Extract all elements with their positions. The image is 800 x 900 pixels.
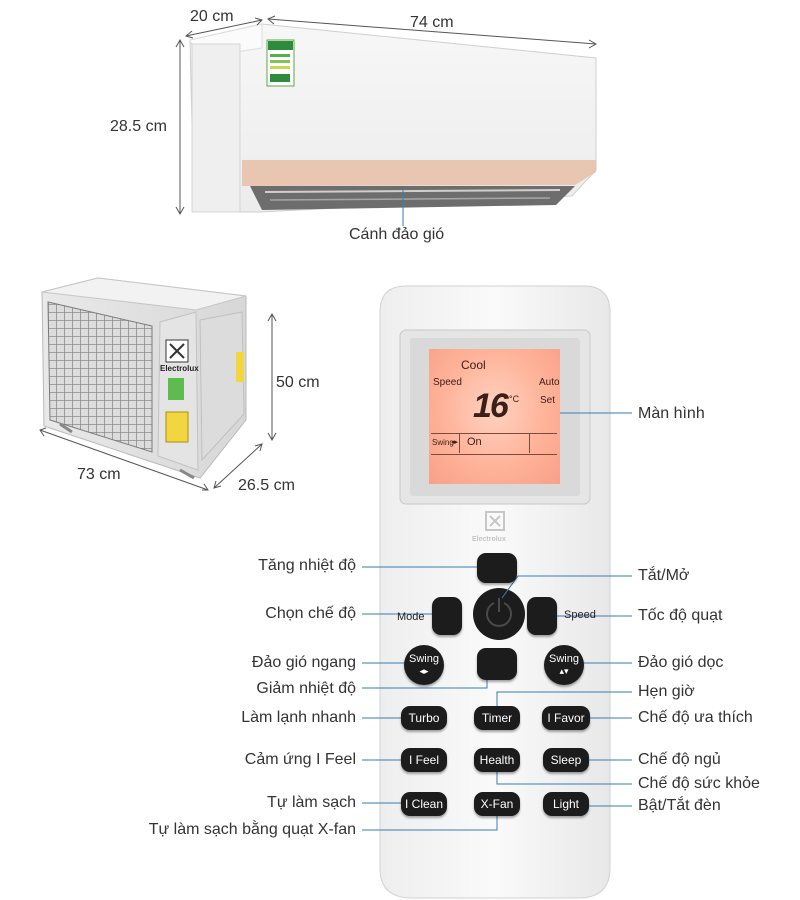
iclean-button[interactable]: I Clean (401, 792, 447, 816)
lcd-swing-value: On (467, 436, 482, 448)
callout-swing-horizontal: Đảo gió ngang (251, 654, 356, 671)
swing-horizontal-label: Swing (409, 653, 439, 665)
timer-button[interactable]: Timer (474, 706, 520, 730)
callout-temp-up: Tăng nhiệt độ (258, 557, 356, 574)
speed-button-label: Speed (564, 609, 596, 621)
mode-button[interactable] (432, 597, 462, 635)
lcd-swing-label: Swing (432, 438, 454, 447)
outdoor-depth-label: 26.5 cm (238, 477, 295, 494)
remote-logo-icon (485, 511, 505, 531)
indoor-height-label: 28.5 cm (110, 118, 167, 135)
outdoor-unit (41, 277, 247, 480)
outdoor-width-label: 73 cm (77, 466, 121, 483)
callout-favorite: Chế độ ưa thích (638, 709, 753, 726)
health-button[interactable]: Health (474, 748, 520, 772)
lcd-swing-row (431, 433, 557, 455)
accent-stripe (242, 160, 596, 186)
ifeel-button[interactable]: I Feel (401, 748, 447, 772)
callout-timer: Hẹn giờ (638, 683, 695, 700)
lcd-temperature: 16 (473, 387, 509, 425)
swing-vertical-icon: ▴▾ (559, 666, 569, 676)
turbo-button[interactable]: Turbo (401, 706, 447, 730)
indoor-dimension-lines (175, 15, 598, 226)
callout-ifeel: Cảm ứng I Feel (244, 751, 356, 768)
lcd-speed-value: Auto (539, 377, 560, 388)
callout-xfan: Tự làm sạch bằng quạt X-fan (148, 821, 356, 838)
power-button (473, 588, 525, 640)
swing-horizontal-button[interactable]: Swing ◂▸ (404, 645, 444, 685)
outdoor-dimension-lines (39, 312, 277, 491)
lcd-set: Set (540, 395, 556, 406)
callout-temp-down: Giảm nhiệt độ (256, 680, 356, 697)
callout-turbo: Làm lạnh nhanh (241, 709, 356, 726)
sleep-button[interactable]: Sleep (543, 748, 589, 772)
light-button[interactable]: Light (543, 792, 589, 816)
speed-button[interactable] (527, 597, 557, 635)
mode-button-label: Mode (397, 611, 425, 623)
temp-down-button[interactable] (477, 648, 517, 680)
lcd-speed-label: Speed (433, 377, 462, 388)
outdoor-brand-label: Electrolux (160, 364, 199, 373)
indoor-width-label: 74 cm (410, 14, 454, 31)
remote-lcd-screen: Cool Speed Auto 16 °C Set Swing ◂▸ On (429, 349, 560, 484)
callout-screen: Màn hình (638, 405, 705, 422)
indoor-depth-label: 20 cm (190, 8, 234, 25)
swing-vertical-button[interactable]: Swing ▴▾ (544, 645, 584, 685)
callout-swing-vertical: Đảo gió dọc (638, 654, 724, 671)
callout-health: Chế độ sức khỏe (638, 775, 760, 792)
callout-power: Tắt/Mở (638, 567, 690, 584)
temp-up-button[interactable] (477, 553, 517, 583)
swing-horizontal-icon: ◂▸ (419, 666, 429, 676)
callout-fan-speed: Tốc độ quạt (638, 607, 723, 624)
indoor-unit (189, 23, 597, 213)
callout-light: Bật/Tắt đèn (638, 797, 721, 814)
callout-sleep: Chế độ ngủ (638, 751, 721, 768)
lcd-mode: Cool (461, 358, 486, 372)
callout-iclean: Tự làm sạch (267, 794, 356, 811)
remote-brand-label: Electrolux (472, 536, 506, 543)
outdoor-height-label: 50 cm (276, 374, 320, 391)
swing-vertical-label: Swing (549, 653, 579, 665)
callout-mode: Chọn chế độ (265, 605, 356, 622)
ifavor-button[interactable]: I Favor (542, 706, 590, 730)
xfan-button[interactable]: X-Fan (474, 792, 520, 816)
louver-label: Cánh đảo gió (349, 226, 445, 243)
lcd-unit: °C (509, 394, 520, 404)
lcd-swing-icon: ◂▸ (451, 439, 459, 446)
